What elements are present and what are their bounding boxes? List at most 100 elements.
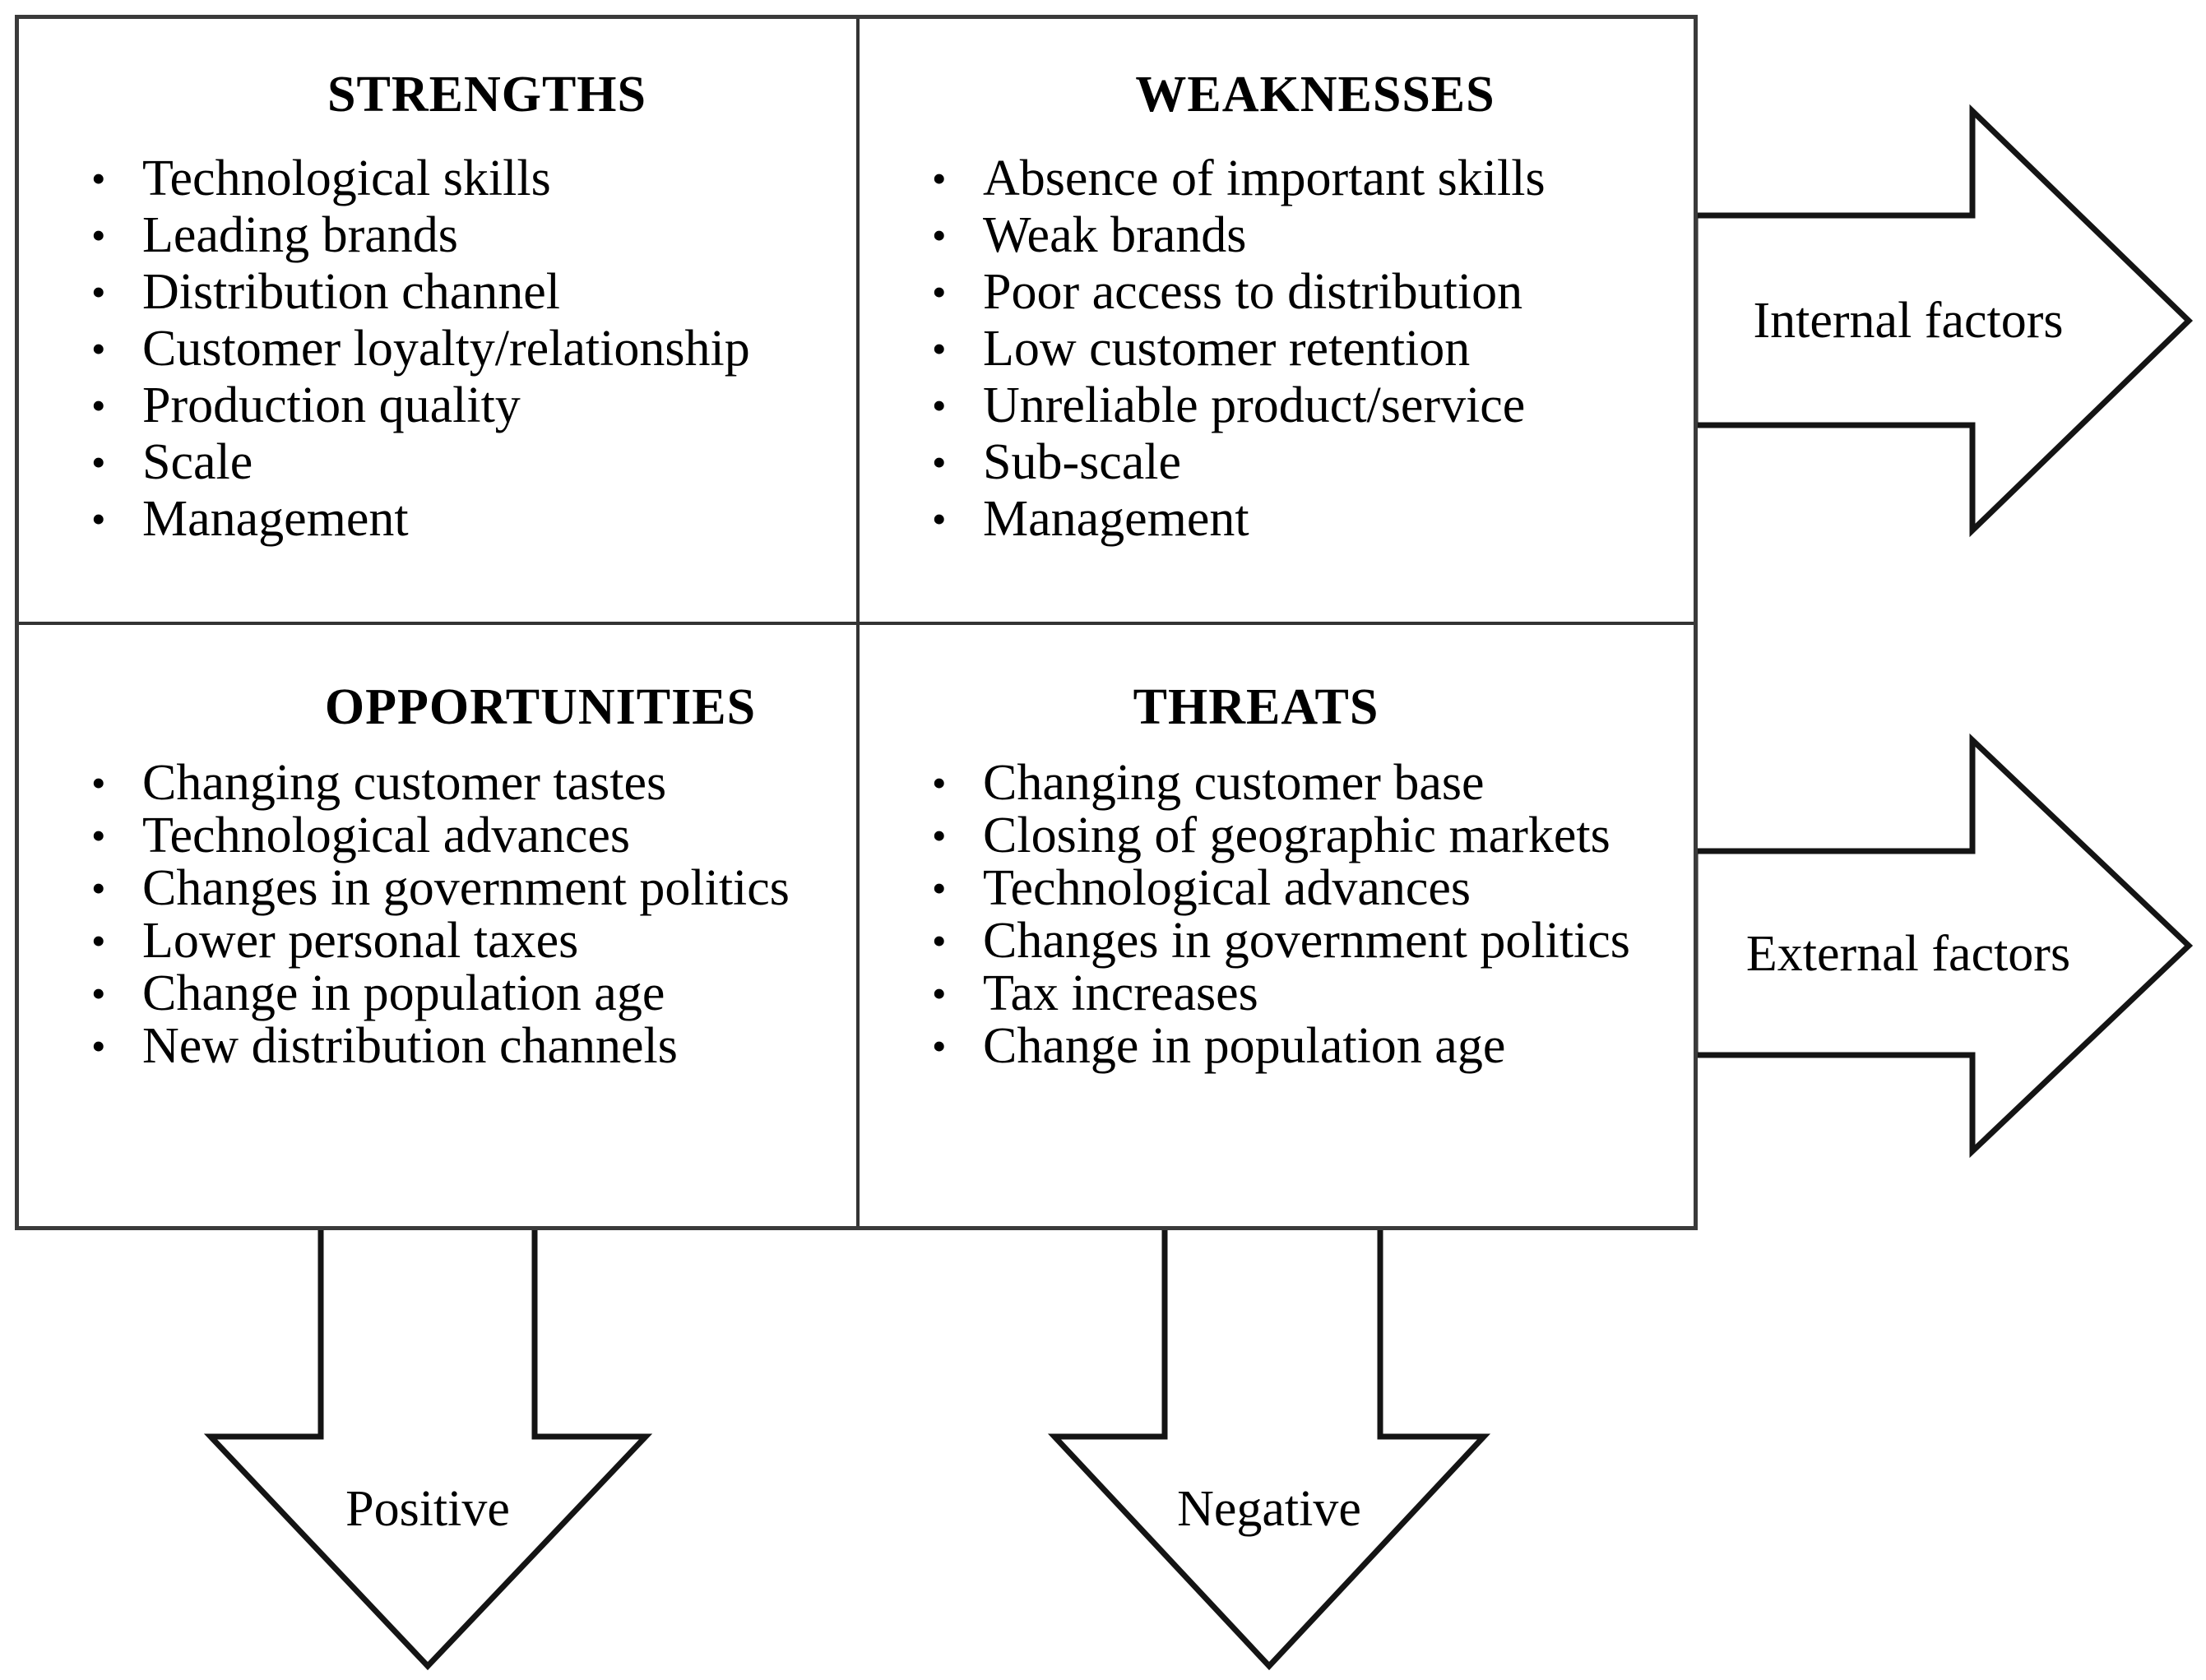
list-item: Management — [983, 491, 1694, 548]
opportunities-list: Changing customer tastes Technological a… — [19, 757, 856, 1072]
item-label: Changes in government politics — [142, 860, 790, 916]
threats-list: Changing customer base Closing of geogra… — [860, 757, 1694, 1072]
bullet-icon — [932, 321, 947, 377]
list-item: Changing customer tastes — [142, 757, 856, 809]
list-item: Change in population age — [983, 1020, 1694, 1072]
list-item: Unreliable product/service — [983, 377, 1694, 434]
bullet-icon — [91, 914, 106, 967]
list-item: Leading brands — [142, 207, 856, 264]
bullet-icon — [932, 914, 947, 967]
list-item: Distribution channel — [142, 264, 856, 321]
bullet-icon — [91, 150, 106, 207]
item-label: Weak brands — [983, 207, 1247, 263]
list-item: Customer loyalty/relationship — [142, 321, 856, 377]
positive-arrow — [203, 1223, 653, 1671]
list-item: Technological advances — [983, 862, 1694, 914]
list-item: Changes in government politics — [983, 914, 1694, 967]
bullet-icon — [91, 264, 106, 321]
list-item: New distribution channels — [142, 1020, 856, 1072]
bullet-icon — [91, 434, 106, 491]
list-item: Closing of geographic markets — [983, 809, 1694, 862]
external-factors-arrow — [1692, 733, 2194, 1159]
item-label: Absence of important skills — [983, 150, 1546, 206]
bullet-icon — [91, 1020, 106, 1072]
list-item: Changes in government politics — [142, 862, 856, 914]
threats-title: THREATS — [1133, 679, 1379, 735]
internal-factors-label: Internal factors — [1753, 293, 2064, 349]
item-label: Change in population age — [983, 1018, 1506, 1074]
list-item: Management — [142, 491, 856, 548]
list-item: Production quality — [142, 377, 856, 434]
bullet-icon — [932, 862, 947, 914]
swot-matrix: STRENGTHS Technological skills Leading b… — [15, 15, 1698, 1230]
item-label: Tax increases — [983, 965, 1258, 1021]
bullet-icon — [932, 491, 947, 548]
opportunities-title: OPPORTUNITIES — [324, 679, 757, 735]
bullet-icon — [91, 757, 106, 809]
item-label: Changing customer tastes — [142, 755, 667, 811]
bullet-icon — [91, 321, 106, 377]
list-item: Scale — [142, 434, 856, 491]
bullet-icon — [932, 809, 947, 862]
item-label: Leading brands — [142, 207, 458, 263]
item-label: Management — [142, 491, 409, 547]
strengths-list: Technological skills Leading brands Dist… — [19, 150, 856, 548]
quadrant-strengths: STRENGTHS Technological skills Leading b… — [19, 19, 860, 625]
bullet-icon — [932, 434, 947, 491]
negative-label: Negative — [1177, 1481, 1361, 1537]
item-label: Changes in government politics — [983, 913, 1630, 969]
item-label: Management — [983, 491, 1249, 547]
item-label: Production quality — [142, 377, 521, 433]
list-item: Technological advances — [142, 809, 856, 862]
item-label: Technological advances — [142, 808, 630, 863]
item-label: Distribution channel — [142, 264, 560, 320]
list-item: Technological skills — [142, 150, 856, 207]
list-item: Lower personal taxes — [142, 914, 856, 967]
negative-arrow — [1047, 1223, 1491, 1671]
item-label: Sub-scale — [983, 434, 1182, 490]
bullet-icon — [932, 264, 947, 321]
bullet-icon — [91, 377, 106, 434]
item-label: Technological skills — [142, 150, 551, 206]
item-label: Unreliable product/service — [983, 377, 1526, 433]
item-label: Low customer retention — [983, 321, 1471, 377]
internal-factors-arrow — [1692, 104, 2194, 538]
quadrant-opportunities: OPPORTUNITIES Changing customer tastes T… — [19, 625, 860, 1226]
bullet-icon — [91, 491, 106, 548]
external-factors-label: External factors — [1745, 926, 2071, 982]
item-label: Poor access to distribution — [983, 264, 1523, 320]
bullet-icon — [91, 967, 106, 1020]
list-item: Weak brands — [983, 207, 1694, 264]
list-item: Change in population age — [142, 967, 856, 1020]
list-item: Poor access to distribution — [983, 264, 1694, 321]
item-label: Changing customer base — [983, 755, 1485, 811]
list-item: Low customer retention — [983, 321, 1694, 377]
bullet-icon — [91, 809, 106, 862]
item-label: Change in population age — [142, 965, 665, 1021]
positive-label: Positive — [345, 1481, 510, 1537]
list-item: Tax increases — [983, 967, 1694, 1020]
list-item: Changing customer base — [983, 757, 1694, 809]
item-label: Technological advances — [983, 860, 1471, 916]
bullet-icon — [91, 207, 106, 264]
quadrant-weaknesses: WEAKNESSES Absence of important skills W… — [860, 19, 1694, 625]
quadrant-threats: THREATS Changing customer base Closing o… — [860, 625, 1694, 1226]
bullet-icon — [932, 150, 947, 207]
weaknesses-title: WEAKNESSES — [1135, 67, 1495, 123]
strengths-title: STRENGTHS — [327, 67, 647, 123]
item-label: Closing of geographic markets — [983, 808, 1610, 863]
list-item: Sub-scale — [983, 434, 1694, 491]
weaknesses-list: Absence of important skills Weak brands … — [860, 150, 1694, 548]
bullet-icon — [932, 757, 947, 809]
bullet-icon — [91, 862, 106, 914]
item-label: Scale — [142, 434, 253, 490]
bullet-icon — [932, 207, 947, 264]
item-label: Lower personal taxes — [142, 913, 579, 969]
item-label: New distribution channels — [142, 1018, 678, 1074]
list-item: Absence of important skills — [983, 150, 1694, 207]
item-label: Customer loyalty/relationship — [142, 321, 750, 377]
bullet-icon — [932, 377, 947, 434]
bullet-icon — [932, 1020, 947, 1072]
